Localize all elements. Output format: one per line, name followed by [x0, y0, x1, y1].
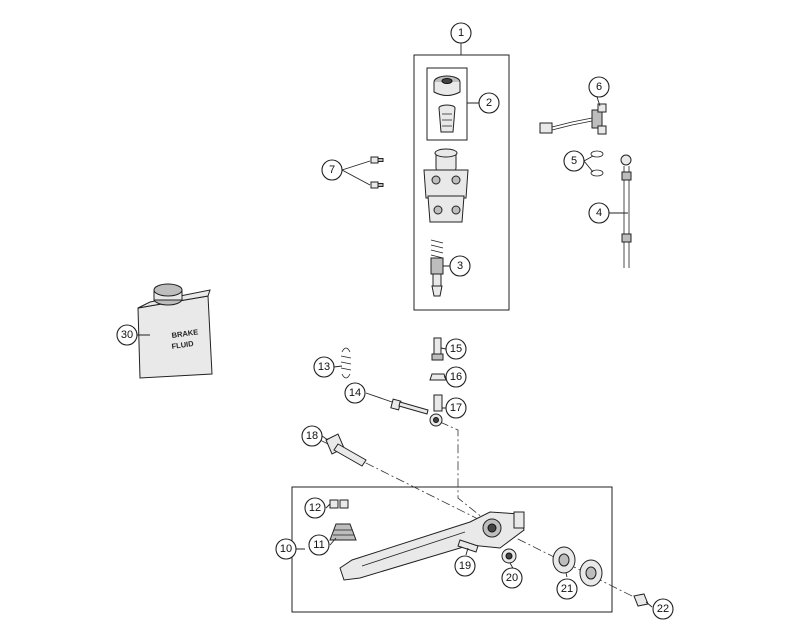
svg-text:5: 5: [571, 155, 577, 167]
callout-16: 16: [445, 366, 467, 388]
fork-head-part: [429, 394, 443, 427]
svg-text:11: 11: [313, 539, 324, 551]
brake-light-switch-part: [539, 103, 607, 135]
brake-line-part: [620, 154, 632, 268]
pivot-bolt-part: [325, 433, 367, 467]
reservoir-subgroup-frame: [426, 67, 468, 141]
svg-text:21: 21: [561, 583, 573, 595]
callout-14: 14: [344, 382, 366, 404]
callout-20: 20: [501, 567, 523, 589]
master-cylinder-part: [423, 148, 469, 223]
callout-22: 22: [652, 598, 674, 620]
bleed-screw-part: [431, 337, 444, 361]
callout-21: 21: [556, 578, 578, 600]
callout-15: 15: [445, 338, 467, 360]
svg-text:19: 19: [459, 560, 471, 572]
bolt-part: [390, 398, 429, 415]
svg-text:1: 1: [458, 27, 464, 39]
svg-text:14: 14: [349, 387, 361, 399]
reservoir-cap-part: [433, 75, 461, 96]
bearings-part: [552, 546, 603, 587]
nut-part: [429, 373, 447, 381]
reservoir-filter-part: [438, 104, 456, 133]
svg-text:12: 12: [309, 502, 321, 514]
pedal-tip-screws-part: [329, 499, 349, 509]
svg-text:13: 13: [318, 361, 330, 373]
svg-text:7: 7: [329, 164, 335, 176]
svg-text:18: 18: [306, 430, 318, 442]
brake-pedal-part: [339, 511, 525, 581]
svg-text:15: 15: [450, 343, 462, 355]
pin-part: [457, 539, 479, 553]
svg-text:10: 10: [280, 543, 292, 555]
callout-5: 5: [563, 150, 585, 172]
svg-text:3: 3: [457, 260, 463, 272]
brake-fluid-label-line-2: FLUID: [171, 339, 195, 351]
callout-2: 2: [478, 92, 500, 114]
piston-set-part: [430, 239, 444, 297]
callout-7: 7: [321, 159, 343, 181]
brake-fluid-can-part: BRAKE FLUID: [137, 283, 213, 379]
callout-13: 13: [313, 356, 335, 378]
pedal-tip-part: [329, 523, 357, 541]
svg-text:30: 30: [121, 329, 133, 341]
callout-12: 12: [304, 497, 326, 519]
callout-17: 17: [445, 397, 467, 419]
callout-11: 11: [308, 534, 330, 556]
callout-18: 18: [301, 425, 323, 447]
svg-text:17: 17: [450, 402, 462, 414]
collar-nut-part: [633, 593, 649, 607]
callout-3: 3: [449, 255, 471, 277]
svg-text:4: 4: [596, 207, 602, 219]
callout-6: 6: [588, 76, 610, 98]
callout-4: 4: [588, 202, 610, 224]
brake-fluid-label-line-1: BRAKE: [171, 327, 199, 340]
screws-part: [370, 156, 384, 189]
svg-text:20: 20: [506, 572, 518, 584]
svg-text:22: 22: [657, 603, 669, 615]
callout-19: 19: [454, 555, 476, 577]
callout-10: 10: [275, 538, 297, 560]
svg-text:16: 16: [450, 371, 462, 383]
seal-rings-part: [590, 150, 604, 177]
return-spring-part: [340, 347, 352, 379]
callout-30: 30: [116, 324, 138, 346]
pushrod-axis-line: [439, 421, 489, 523]
svg-text:2: 2: [486, 97, 492, 109]
callout-1: 1: [450, 22, 472, 44]
master-cylinder-group-frame: [413, 54, 510, 311]
bushing-part: [501, 548, 517, 564]
svg-text:6: 6: [596, 81, 602, 93]
